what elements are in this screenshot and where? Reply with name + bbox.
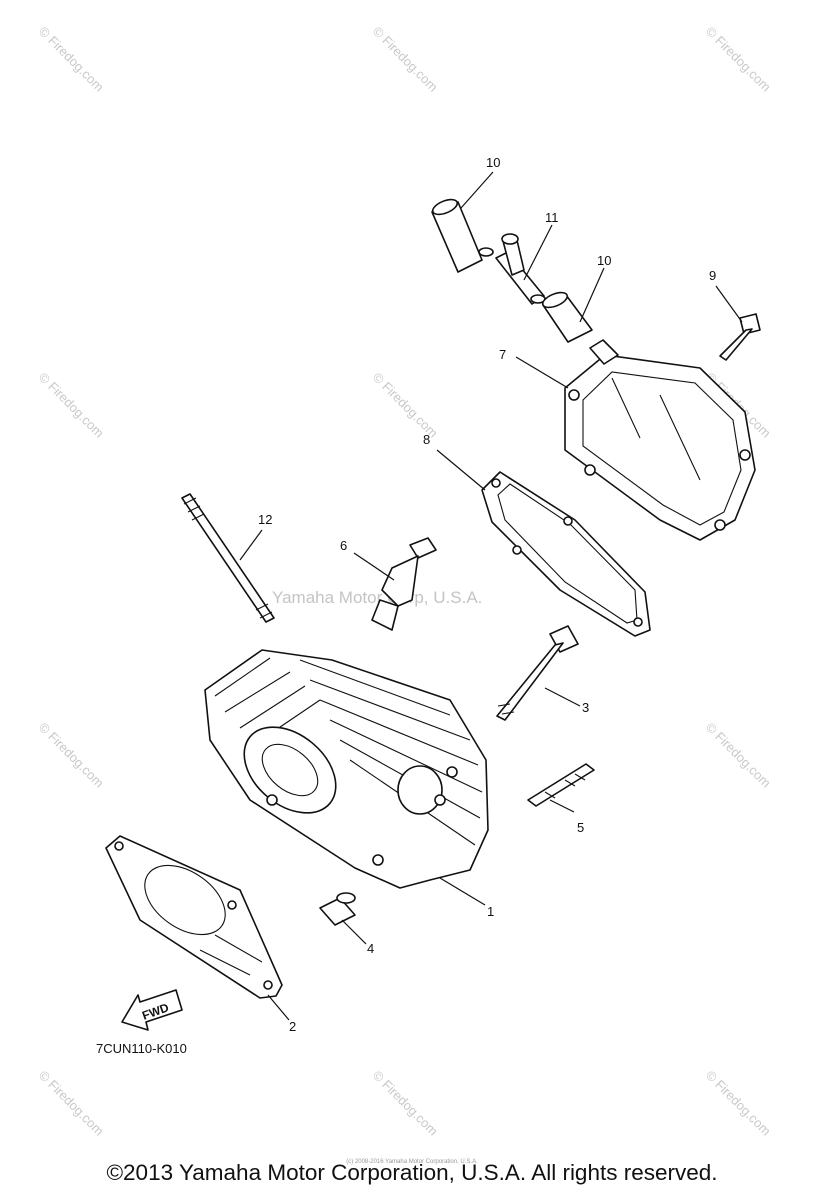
- part-10-hose-upper: [431, 171, 494, 273]
- corner-watermark: © Firedog.com: [36, 720, 107, 791]
- part-5-stud: [527, 763, 595, 813]
- callout-3: 3: [582, 700, 589, 715]
- callout-5: 5: [577, 820, 584, 835]
- part-6-spark-plug: [353, 537, 437, 631]
- drawing-code: 7CUN110-K010: [96, 1041, 187, 1056]
- callout-12: 12: [258, 512, 272, 527]
- callout-8: 8: [423, 432, 430, 447]
- part-12-stud: [181, 493, 275, 623]
- part-9-bolt: [715, 285, 761, 361]
- part-8-gasket: [436, 449, 651, 637]
- callout-10-upper: 10: [486, 155, 500, 170]
- callout-10-lower: 10: [597, 253, 611, 268]
- fwd-arrow-icon: FWD: [121, 989, 183, 1031]
- corner-watermark: © Firedog.com: [370, 370, 441, 441]
- corner-watermark: © Firedog.com: [703, 720, 774, 791]
- part-3-bolt: [496, 625, 581, 721]
- callout-labels: 10 11 10 9 7 8 12 6 3 5 1 4 2: [258, 155, 716, 1034]
- callout-9: 9: [709, 268, 716, 283]
- callout-11: 11: [545, 210, 559, 225]
- part-1-cylinder-head: [204, 649, 489, 906]
- callout-4: 4: [367, 941, 374, 956]
- corner-watermark: © Firedog.com: [370, 1068, 441, 1139]
- corner-watermark: © Firedog.com: [36, 1068, 107, 1139]
- part-10-hose-lower: [541, 267, 605, 343]
- fine-print: (c) 2008-2016 Yamaha Motor Corporation, …: [346, 1159, 478, 1165]
- corner-watermark: © Firedog.com: [703, 24, 774, 95]
- corner-watermark: © Firedog.com: [370, 24, 441, 95]
- corner-watermark: © Firedog.com: [36, 24, 107, 95]
- copyright-notice: ©2013 Yamaha Motor Corporation, U.S.A. A…: [106, 1160, 718, 1185]
- part-4-dowel: [319, 892, 367, 945]
- corner-watermark: © Firedog.com: [703, 1068, 774, 1139]
- part-11-t-joint: [478, 224, 553, 305]
- corner-watermark: © Firedog.com: [36, 370, 107, 441]
- callout-2: 2: [289, 1019, 296, 1034]
- callout-1: 1: [487, 904, 494, 919]
- center-watermark: Yamaha Motor Corp, U.S.A.: [272, 588, 482, 607]
- part-2-head-gasket: [105, 835, 290, 1021]
- callout-6: 6: [340, 538, 347, 553]
- callout-7: 7: [499, 347, 506, 362]
- part-7-cover: [515, 339, 756, 541]
